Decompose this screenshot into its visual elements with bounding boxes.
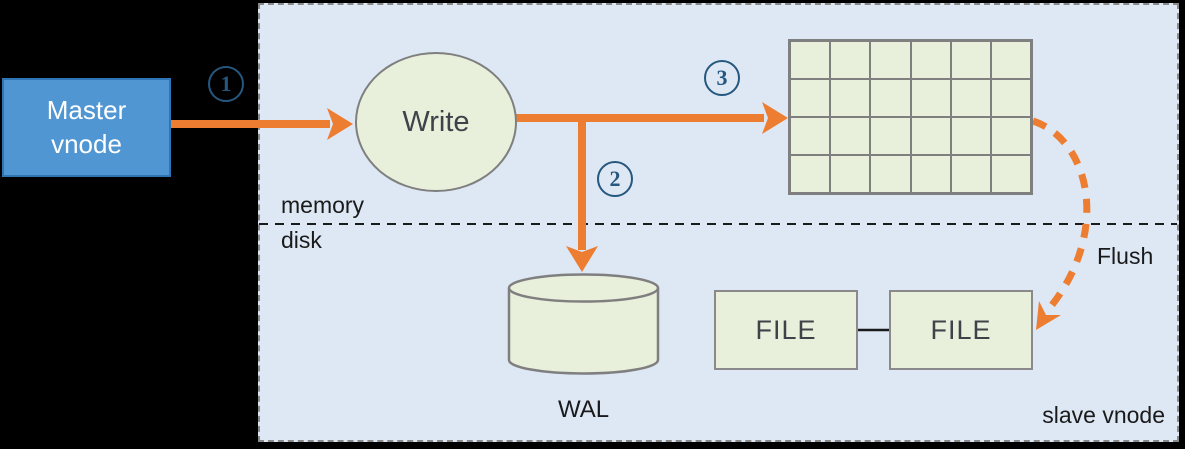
wal-label: WAL [557,396,610,423]
memtable-cell [830,41,871,79]
memtable-cell [790,155,831,193]
memtable-cell [950,117,991,155]
memtable-cell [910,79,951,117]
memtable-cell [950,79,991,117]
memtable-cell [870,117,911,155]
master-vnode-label: Master vnode [46,94,127,159]
disk-label: disk [281,227,322,253]
memtable-cell [910,155,951,193]
memtable-cell [830,117,871,155]
memtable-cell [990,41,1031,79]
memtable-cell [990,117,1031,155]
memtable-cell [950,41,991,79]
write-node: Write [355,52,517,192]
memtable-cell [790,41,831,79]
write-node-label: Write [402,105,470,138]
memtable-cell [990,79,1031,117]
file-box-1: FILE [714,290,858,370]
memtable-grid [788,39,1033,195]
step-3-number: 3 [716,65,728,90]
step-3-badge: 3 [704,60,740,96]
step-1-number: 1 [220,71,232,96]
file-box-1-label: FILE [755,314,817,345]
step-2-number: 2 [609,166,621,191]
memtable-cell [950,155,991,193]
memtable-cell [870,79,911,117]
memtable-cell [990,155,1031,193]
slave-vnode-label: slave vnode [1042,402,1165,428]
step-2-badge: 2 [597,161,633,197]
memtable-cell [830,155,871,193]
file-box-2-label: FILE [930,314,992,345]
master-vnode-box: Master vnode [2,78,171,177]
file-box-2: FILE [889,290,1033,370]
memtable-cell [830,79,871,117]
memtable-cell [870,41,911,79]
memtable-cell [790,79,831,117]
step-1-badge: 1 [208,66,244,102]
memtable-cell [870,155,911,193]
memtable-cell [910,41,951,79]
memtable-cell [910,117,951,155]
flush-label: Flush [1097,243,1154,269]
memtable-cell [790,117,831,155]
memory-label: memory [281,192,365,218]
